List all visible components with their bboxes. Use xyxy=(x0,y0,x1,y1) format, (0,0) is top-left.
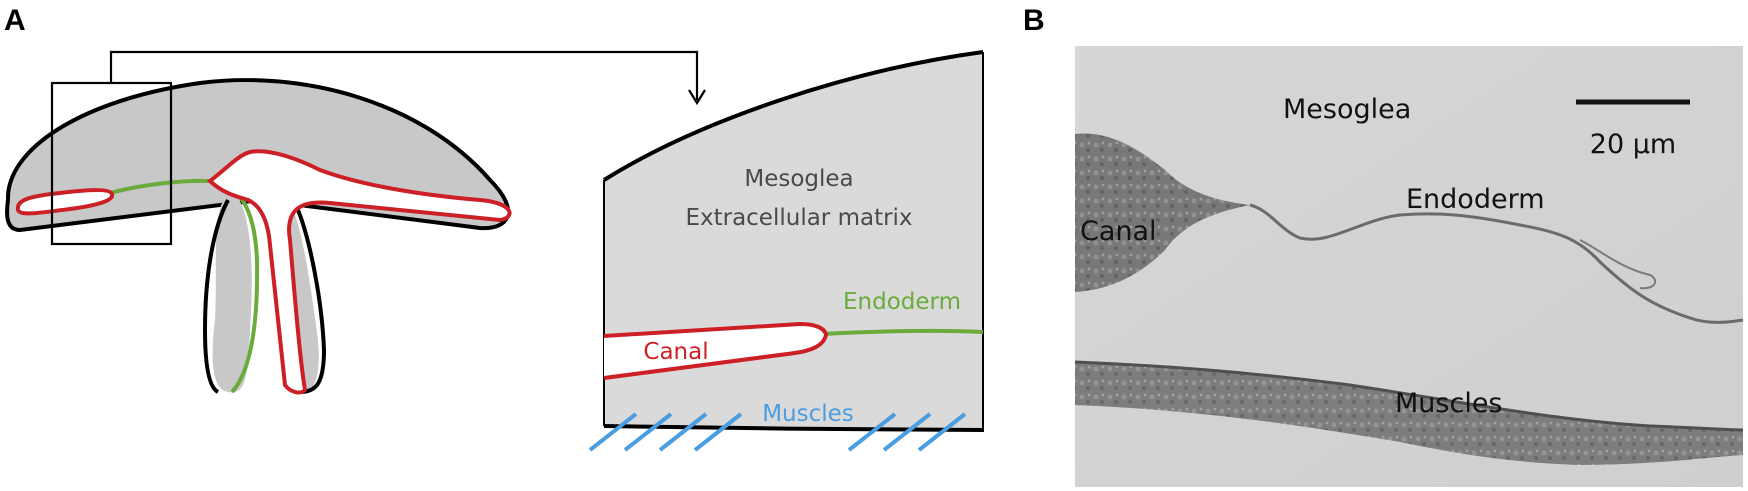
endoderm-line-a xyxy=(109,178,260,394)
arrow-head-icon xyxy=(688,89,706,106)
micrograph-canal-label: Canal xyxy=(1080,216,1157,247)
canal-left-a xyxy=(15,188,115,216)
scale-bar-label: 20 µm xyxy=(1590,129,1676,160)
micrograph-endoderm-label: Endoderm xyxy=(1406,184,1545,215)
muscle-fiber xyxy=(658,412,708,452)
endoderm-membrane-bump xyxy=(1579,239,1657,290)
endoderm-line-zoom xyxy=(821,328,984,336)
schematic-canal-label: Canal xyxy=(643,339,708,365)
schematic-mesoglea-label: Mesoglea xyxy=(744,166,853,192)
mesoglea-block xyxy=(604,52,983,432)
schematic-endoderm-label: Endoderm xyxy=(843,289,961,315)
micrograph-mesoglea-label: Mesoglea xyxy=(1283,94,1411,125)
zoom-connector xyxy=(109,50,699,100)
muscle-tissue xyxy=(1075,362,1743,465)
muscle-fiber xyxy=(847,412,897,452)
schematic-muscles-label: Muscles xyxy=(762,401,854,427)
muscle-fiber xyxy=(588,412,638,452)
canal-center-a xyxy=(206,149,512,395)
schematic-matrix-label: Extracellular matrix xyxy=(685,205,912,231)
panel-a-letter: A xyxy=(4,4,26,37)
manubrium-outline-right xyxy=(296,209,327,394)
panel-b-letter: B xyxy=(1023,4,1045,37)
canal-zoom xyxy=(603,321,829,380)
muscle-boundary xyxy=(1074,360,1744,432)
micrograph-muscles-label: Muscles xyxy=(1395,388,1503,419)
muscle-fiber xyxy=(693,412,743,452)
manubrium-outline-left xyxy=(202,199,230,394)
muscle-fiber xyxy=(623,412,673,452)
endoderm-membrane xyxy=(1249,203,1744,324)
muscle-fibers xyxy=(588,412,967,452)
micrograph xyxy=(1074,46,1744,487)
jellyfish-manubrium xyxy=(212,190,252,393)
muscle-fiber xyxy=(917,412,967,452)
mesoglea-top-edge xyxy=(602,50,984,182)
canal-tissue xyxy=(1075,133,1250,292)
muscle-fiber xyxy=(882,412,932,452)
